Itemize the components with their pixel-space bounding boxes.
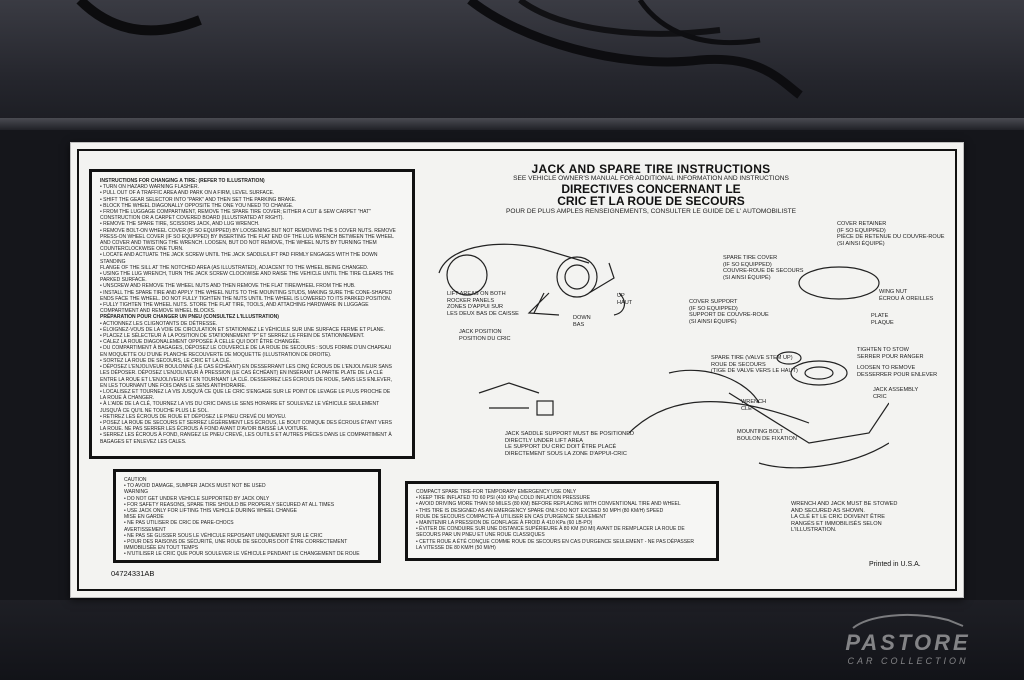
printed-in: Printed in U.S.A. [869, 561, 921, 568]
instructions-body-fr: • ACTIONNEZ LES CLIGNOTANTS DE DÉTRESSE.… [100, 320, 392, 445]
instructions-body: • TURN ON HAZARD WARNING FLASHER. • PULL… [100, 184, 396, 315]
instructions-title: INSTRUCTIONS FOR CHANGING A TIRE: (REFER… [100, 178, 265, 184]
watermark-sub: CAR COLLECTION [847, 656, 969, 666]
caution-box: CAUTION • TO AVOID DAMAGE, SUMPER JACKS … [113, 469, 381, 563]
caption-wrench: WRENCH CLÉ [741, 399, 767, 412]
caption-saddle: JACK SADDLE SUPPORT MUST BE POSITIONED D… [505, 431, 634, 457]
label-subtitle: SEE VEHICLE OWNER'S MANUAL FOR ADDITIONA… [513, 175, 789, 182]
label-title: JACK AND SPARE TIRE INSTRUCTIONS [531, 162, 771, 176]
jack-instruction-label: JACK AND SPARE TIRE INSTRUCTIONS SEE VEH… [70, 142, 964, 598]
trunk-floor [0, 600, 1024, 680]
caption-mounting-bolt: MOUNTING BOLT BOULON DE FIXATION [737, 429, 797, 442]
caption-stowed: WRENCH AND JACK MUST BE STOWED AND SECUR… [791, 501, 898, 534]
label-title-fr: DIRECTIVES CONCERNANT LE CRIC ET LA ROUE… [557, 182, 745, 208]
jack-illustration [438, 243, 889, 469]
caption-spare-cover: SPARE TIRE COVER (IF SO EQUIPPED) COUVRE… [723, 255, 804, 281]
caption-plate: PLATE PLAQUE [871, 313, 894, 326]
caption-wing-nut: WING NUT ÉCROU À OREILLES [879, 289, 934, 302]
caption-up: UP HAUT [617, 293, 633, 306]
caption-tighten: TIGHTEN TO STOW SERRER POUR RANGER [857, 347, 924, 360]
caption-cover-retainer: COVER RETAINER (IF SO EQUIPPED) PIÈCE DE… [837, 221, 945, 247]
caution-body: CAUTION • TO AVOID DAMAGE, SUMPER JACKS … [124, 477, 360, 558]
caption-jack-assembly: JACK ASSEMBLY CRIC [873, 387, 919, 400]
caption-cover-support: COVER SUPPORT (IF SO EQUIPPED) SUPPORT D… [689, 299, 769, 325]
compact-body: COMPACT SPARE TIRE-FOR TEMPORARY EMERGEN… [416, 489, 695, 551]
label-frame [77, 149, 957, 591]
watermark-name: PASTORE [845, 630, 971, 655]
instructions-title-fr: PRÉPARATION POUR CHANGER UN PNEU (CONSUL… [100, 314, 279, 321]
caption-jack-position: JACK POSITION POSITION DU CRIC [459, 329, 511, 342]
caption-loosen: LOOSEN TO REMOVE DESSERRER POUR ENLEVER [857, 365, 938, 378]
caption-down: DOWN BAS [573, 315, 591, 328]
compact-spare-box: COMPACT SPARE TIRE-FOR TEMPORARY EMERGEN… [405, 481, 719, 561]
part-number: 04724331AB [111, 569, 155, 578]
instructions-box: INSTRUCTIONS FOR CHANGING A TIRE: (REFER… [89, 169, 415, 459]
caption-lift-areas: LIFT AREAS ON BOTH ROCKER PANELS ZONES D… [447, 291, 519, 317]
trunk-lid-edge [0, 118, 1024, 130]
label-subtitle-fr: POUR DE PLUS AMPLES RENSEIGNEMENTS, CONS… [505, 208, 797, 215]
wiring-harness [76, 0, 803, 99]
caption-spare-tire: SPARE TIRE (VALVE STEM UP) ROUE DE SECOU… [711, 355, 798, 375]
watermark: PASTORE CAR COLLECTION [808, 610, 1008, 670]
car-silhouette-icon [852, 613, 964, 629]
